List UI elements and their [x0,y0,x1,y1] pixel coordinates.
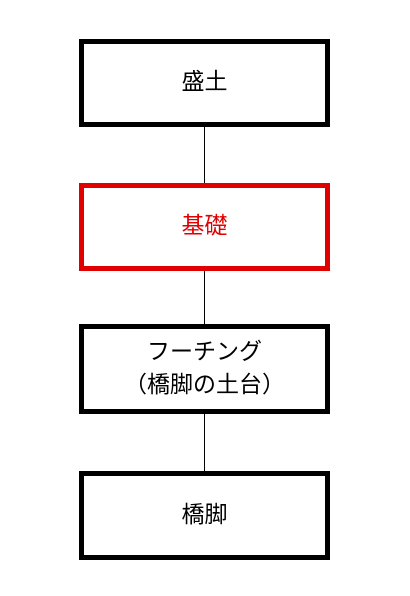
connector-line-2 [204,271,205,324]
box-kiso: 基礎 [79,183,330,271]
box-morido: 盛土 [79,39,330,127]
box-label: 基礎 [181,213,228,240]
box-kyokyaku: 橋脚 [79,471,330,560]
box-label-line-2: （橋脚の土台） [124,372,285,398]
box-label: 橋脚 [181,501,228,528]
connector-line-1 [204,127,205,183]
box-footing: フーチング （橋脚の土台） [79,324,330,414]
box-label-line-1: フーチング [147,338,262,365]
box-label: 盛土 [181,69,228,96]
connector-line-3 [204,414,205,471]
